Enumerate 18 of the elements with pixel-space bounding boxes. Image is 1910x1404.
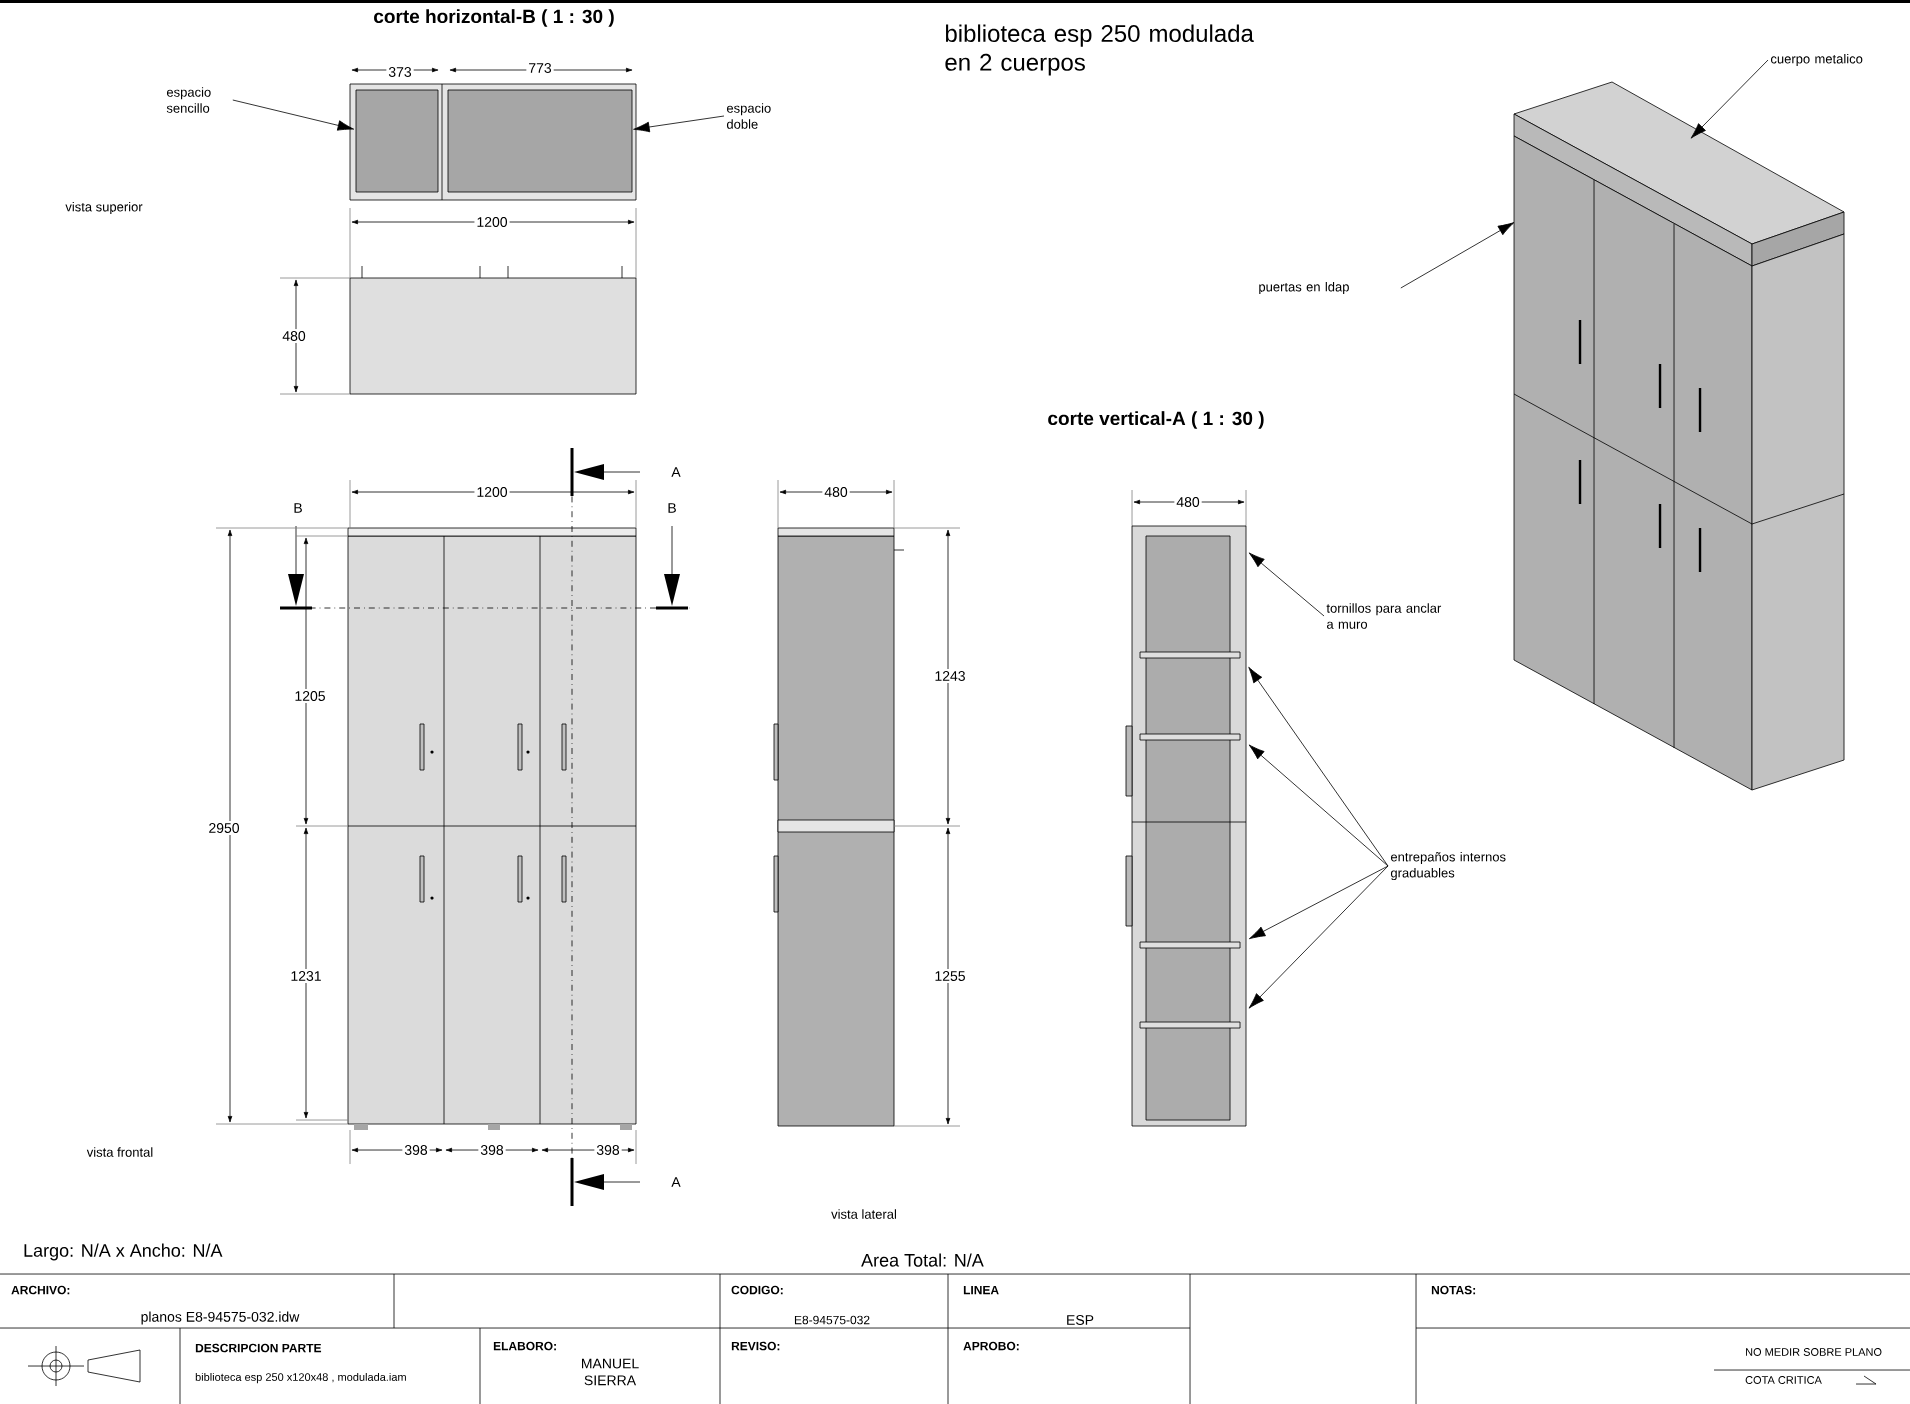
leader-line [1248,666,1389,867]
cabinet-drawing [1513,81,1845,791]
note-text: Area Total: N/A [861,1253,984,1267]
leader-line [1248,552,1325,617]
note-text: Largo: N/A x Ancho: N/A [24,1243,223,1261]
compartment [447,89,633,193]
leader-line [1248,865,1389,1009]
drawing-title: biblioteca esp 250 modulada en 2 cuerpos [945,24,1254,76]
section-title: corte vertical-A ( 1 : 30 ) [1048,411,1264,429]
leader-line [1400,222,1515,289]
leader-line [1249,865,1389,940]
compartment [355,89,439,193]
leader-line [1690,59,1769,139]
leader-line [232,99,355,131]
section-view-drawing [1125,525,1247,1127]
leader-line [633,115,725,133]
leader-line [1248,744,1389,867]
section-title: corte horizontal-B ( 1 : 30 ) [374,9,614,27]
